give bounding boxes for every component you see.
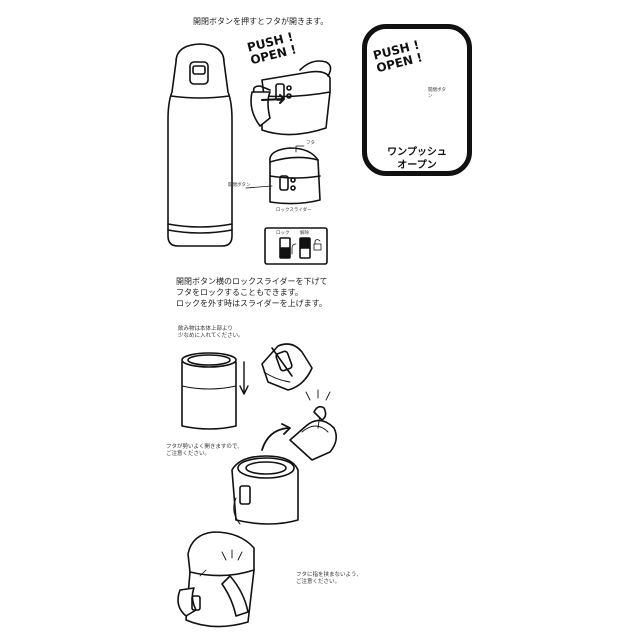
detached-lid — [261, 343, 313, 391]
step4-line2: ご注意ください。 — [166, 451, 211, 457]
step5-line2: ご注意ください。 — [296, 579, 341, 585]
step4-text: フタが勢いよく開きますので、 ご注意ください。 — [166, 444, 243, 458]
step2-line2: フタをロックすることもできます。 — [176, 288, 303, 297]
step5-line1: フタに指を挟まないよう、 — [296, 572, 362, 578]
step3-line2: 少なめに入れてください。 — [178, 333, 244, 339]
lock-label: ロック — [276, 231, 290, 236]
callout-caption-line1: ワンプッシュ — [387, 147, 447, 158]
step2-text: 開閉ボタン横のロックスライダーを下げて フタをロックすることもできます。 ロック… — [176, 276, 327, 309]
button-label: 開閉ボタン — [228, 183, 251, 188]
step3-text: 飲み物は本体上部より 少なめに入れてください。 — [178, 326, 244, 340]
step2-line1: 開閉ボタン横のロックスライダーを下げて — [176, 277, 328, 286]
step2-line3: ロックを外す時はスライダーを上げます。 — [176, 299, 327, 308]
lid-flipping-open — [231, 389, 338, 525]
lock-slider-detail — [264, 227, 328, 265]
callout-button-label: 開閉ボタン — [428, 88, 446, 99]
lid-label: フタ — [306, 141, 315, 146]
step1-caption: 開閉ボタンを押すとフタが開きます。 — [193, 17, 329, 26]
step4-line1: フタが勢いよく開きますので、 — [166, 444, 243, 450]
callout-caption: ワンプッシュ オープン — [372, 146, 462, 172]
step3-line1: 飲み物は本体上部より — [178, 326, 233, 332]
open-bottle-body — [181, 352, 249, 430]
slider-label: ロックスライダー — [276, 208, 312, 213]
step5-text: フタに指を挟まないよう、 ご注意ください。 — [296, 572, 362, 586]
callout-caption-line2: オープン — [397, 160, 437, 171]
finger-pinch-warning — [177, 531, 255, 628]
bottle-full-view — [167, 43, 233, 247]
one-push-open-callout — [362, 24, 472, 176]
lid-detail — [245, 145, 321, 205]
push-open-closeup — [250, 60, 332, 136]
release-label: 解除 — [300, 231, 309, 236]
